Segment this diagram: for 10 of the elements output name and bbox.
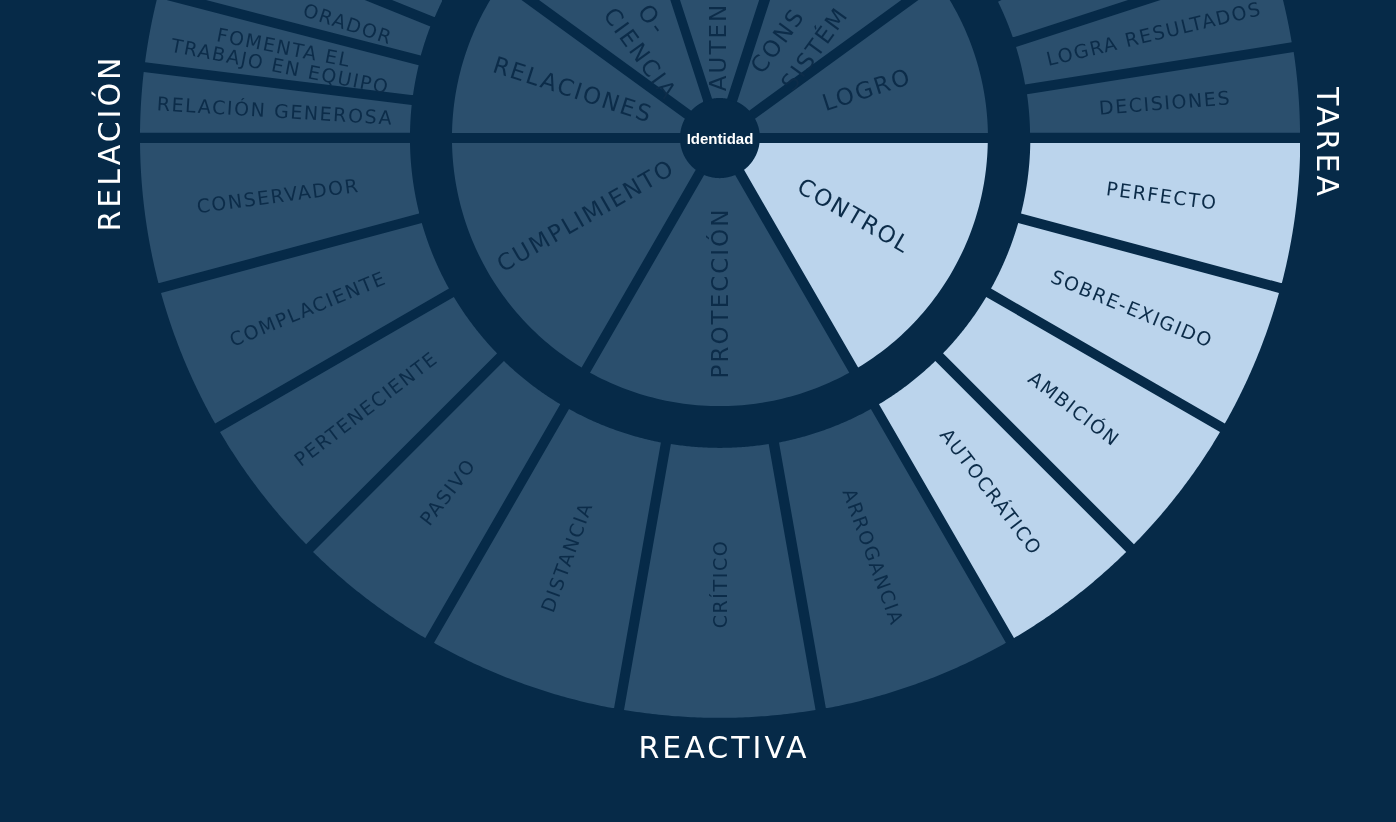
wheel-segment (624, 444, 816, 718)
wheel-segment (1016, 0, 1293, 85)
wheel-segment (391, 0, 443, 18)
wheel-segment (452, 143, 696, 368)
quadrant-label: TAREA (1312, 87, 1342, 199)
wheel-segment (452, 0, 685, 133)
wheel-segment (744, 143, 988, 368)
segment-label: PERFECTO (1105, 179, 1220, 213)
center-label: Identidad (686, 130, 754, 146)
quadrant-label: REACTIVA (638, 733, 810, 763)
